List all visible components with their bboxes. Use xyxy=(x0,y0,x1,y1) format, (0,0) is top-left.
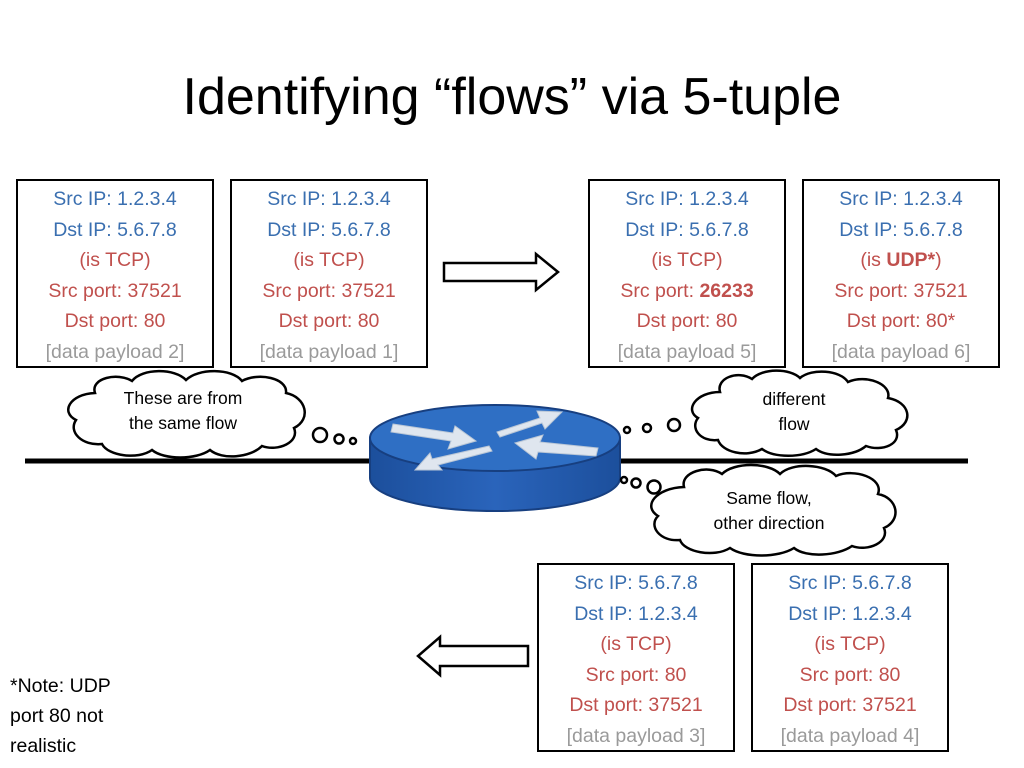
src-port: Src port: 26233 xyxy=(620,279,754,302)
src-ip: Src IP: 5.6.7.8 xyxy=(788,572,912,594)
packet-payload-2: Src IP: 1.2.3.4 Dst IP: 5.6.7.8 (is TCP)… xyxy=(16,179,214,368)
packet-payload-6: Src IP: 1.2.3.4 Dst IP: 5.6.7.8 (is UDP*… xyxy=(802,179,1000,368)
payload: [data payload 1] xyxy=(259,340,399,363)
src-port: Src port: 37521 xyxy=(48,279,182,302)
payload: [data payload 5] xyxy=(617,340,757,363)
dst-port: Dst port: 80 xyxy=(278,310,380,333)
protocol: (is TCP) xyxy=(814,633,886,656)
dst-port: Dst port: 80* xyxy=(846,310,956,333)
src-port: Src port: 80 xyxy=(585,663,687,686)
src-port: Src port: 80 xyxy=(799,663,901,686)
payload: [data payload 6] xyxy=(831,340,971,363)
src-ip: Src IP: 1.2.3.4 xyxy=(625,188,749,210)
protocol: (is TCP) xyxy=(651,249,723,272)
slide-title: Identifying “flows” via 5-tuple xyxy=(182,68,842,126)
packet-payload-1: Src IP: 1.2.3.4 Dst IP: 5.6.7.8 (is TCP)… xyxy=(230,179,428,368)
dst-ip: Dst IP: 5.6.7.8 xyxy=(839,218,963,241)
protocol: (is TCP) xyxy=(79,249,151,272)
thought-cloud-same-flow xyxy=(67,369,358,459)
src-ip: Src IP: 1.2.3.4 xyxy=(839,188,963,210)
dst-ip: Dst IP: 1.2.3.4 xyxy=(788,602,912,625)
dst-port: Dst port: 80 xyxy=(64,310,166,333)
arrow-right-icon xyxy=(442,251,560,293)
payload: [data payload 3] xyxy=(566,724,706,747)
reverse-flow-thought: Same flow, other direction xyxy=(713,488,825,533)
dst-ip: Dst IP: 5.6.7.8 xyxy=(267,218,391,241)
arrow-left-icon xyxy=(416,634,530,678)
protocol: (is TCP) xyxy=(600,633,672,656)
dst-ip: Dst IP: 5.6.7.8 xyxy=(53,218,177,241)
router-icon xyxy=(369,404,621,512)
src-ip: Src IP: 5.6.7.8 xyxy=(574,572,698,594)
dst-ip: Dst IP: 1.2.3.4 xyxy=(574,602,698,625)
dst-port: Dst port: 80 xyxy=(636,310,738,333)
udp-footnote: *Note: UDP port 80 not realistic xyxy=(10,675,111,757)
dst-port: Dst port: 37521 xyxy=(783,694,917,717)
src-ip: Src IP: 1.2.3.4 xyxy=(53,188,177,210)
packet-payload-3: Src IP: 5.6.7.8 Dst IP: 1.2.3.4 (is TCP)… xyxy=(537,563,735,752)
same-flow-thought: These are from the same flow xyxy=(123,388,243,433)
dst-port: Dst port: 37521 xyxy=(569,694,703,717)
payload: [data payload 2] xyxy=(45,340,185,363)
different-flow-thought: different flow xyxy=(762,389,826,434)
packet-payload-4: Src IP: 5.6.7.8 Dst IP: 1.2.3.4 (is TCP)… xyxy=(751,563,949,752)
src-port: Src port: 37521 xyxy=(262,279,396,302)
src-port: Src port: 37521 xyxy=(834,279,968,302)
thought-cloud-reverse-flow xyxy=(619,463,897,557)
protocol: (is TCP) xyxy=(293,249,365,272)
src-ip: Src IP: 1.2.3.4 xyxy=(267,188,391,210)
protocol: (is UDP*) xyxy=(860,249,942,272)
changed-src-port: 26233 xyxy=(699,279,754,302)
changed-protocol: UDP* xyxy=(886,249,936,272)
payload: [data payload 4] xyxy=(780,724,920,747)
thought-cloud-different-flow xyxy=(622,369,909,457)
dst-ip: Dst IP: 5.6.7.8 xyxy=(625,218,749,241)
packet-payload-5: Src IP: 1.2.3.4 Dst IP: 5.6.7.8 (is TCP)… xyxy=(588,179,786,368)
